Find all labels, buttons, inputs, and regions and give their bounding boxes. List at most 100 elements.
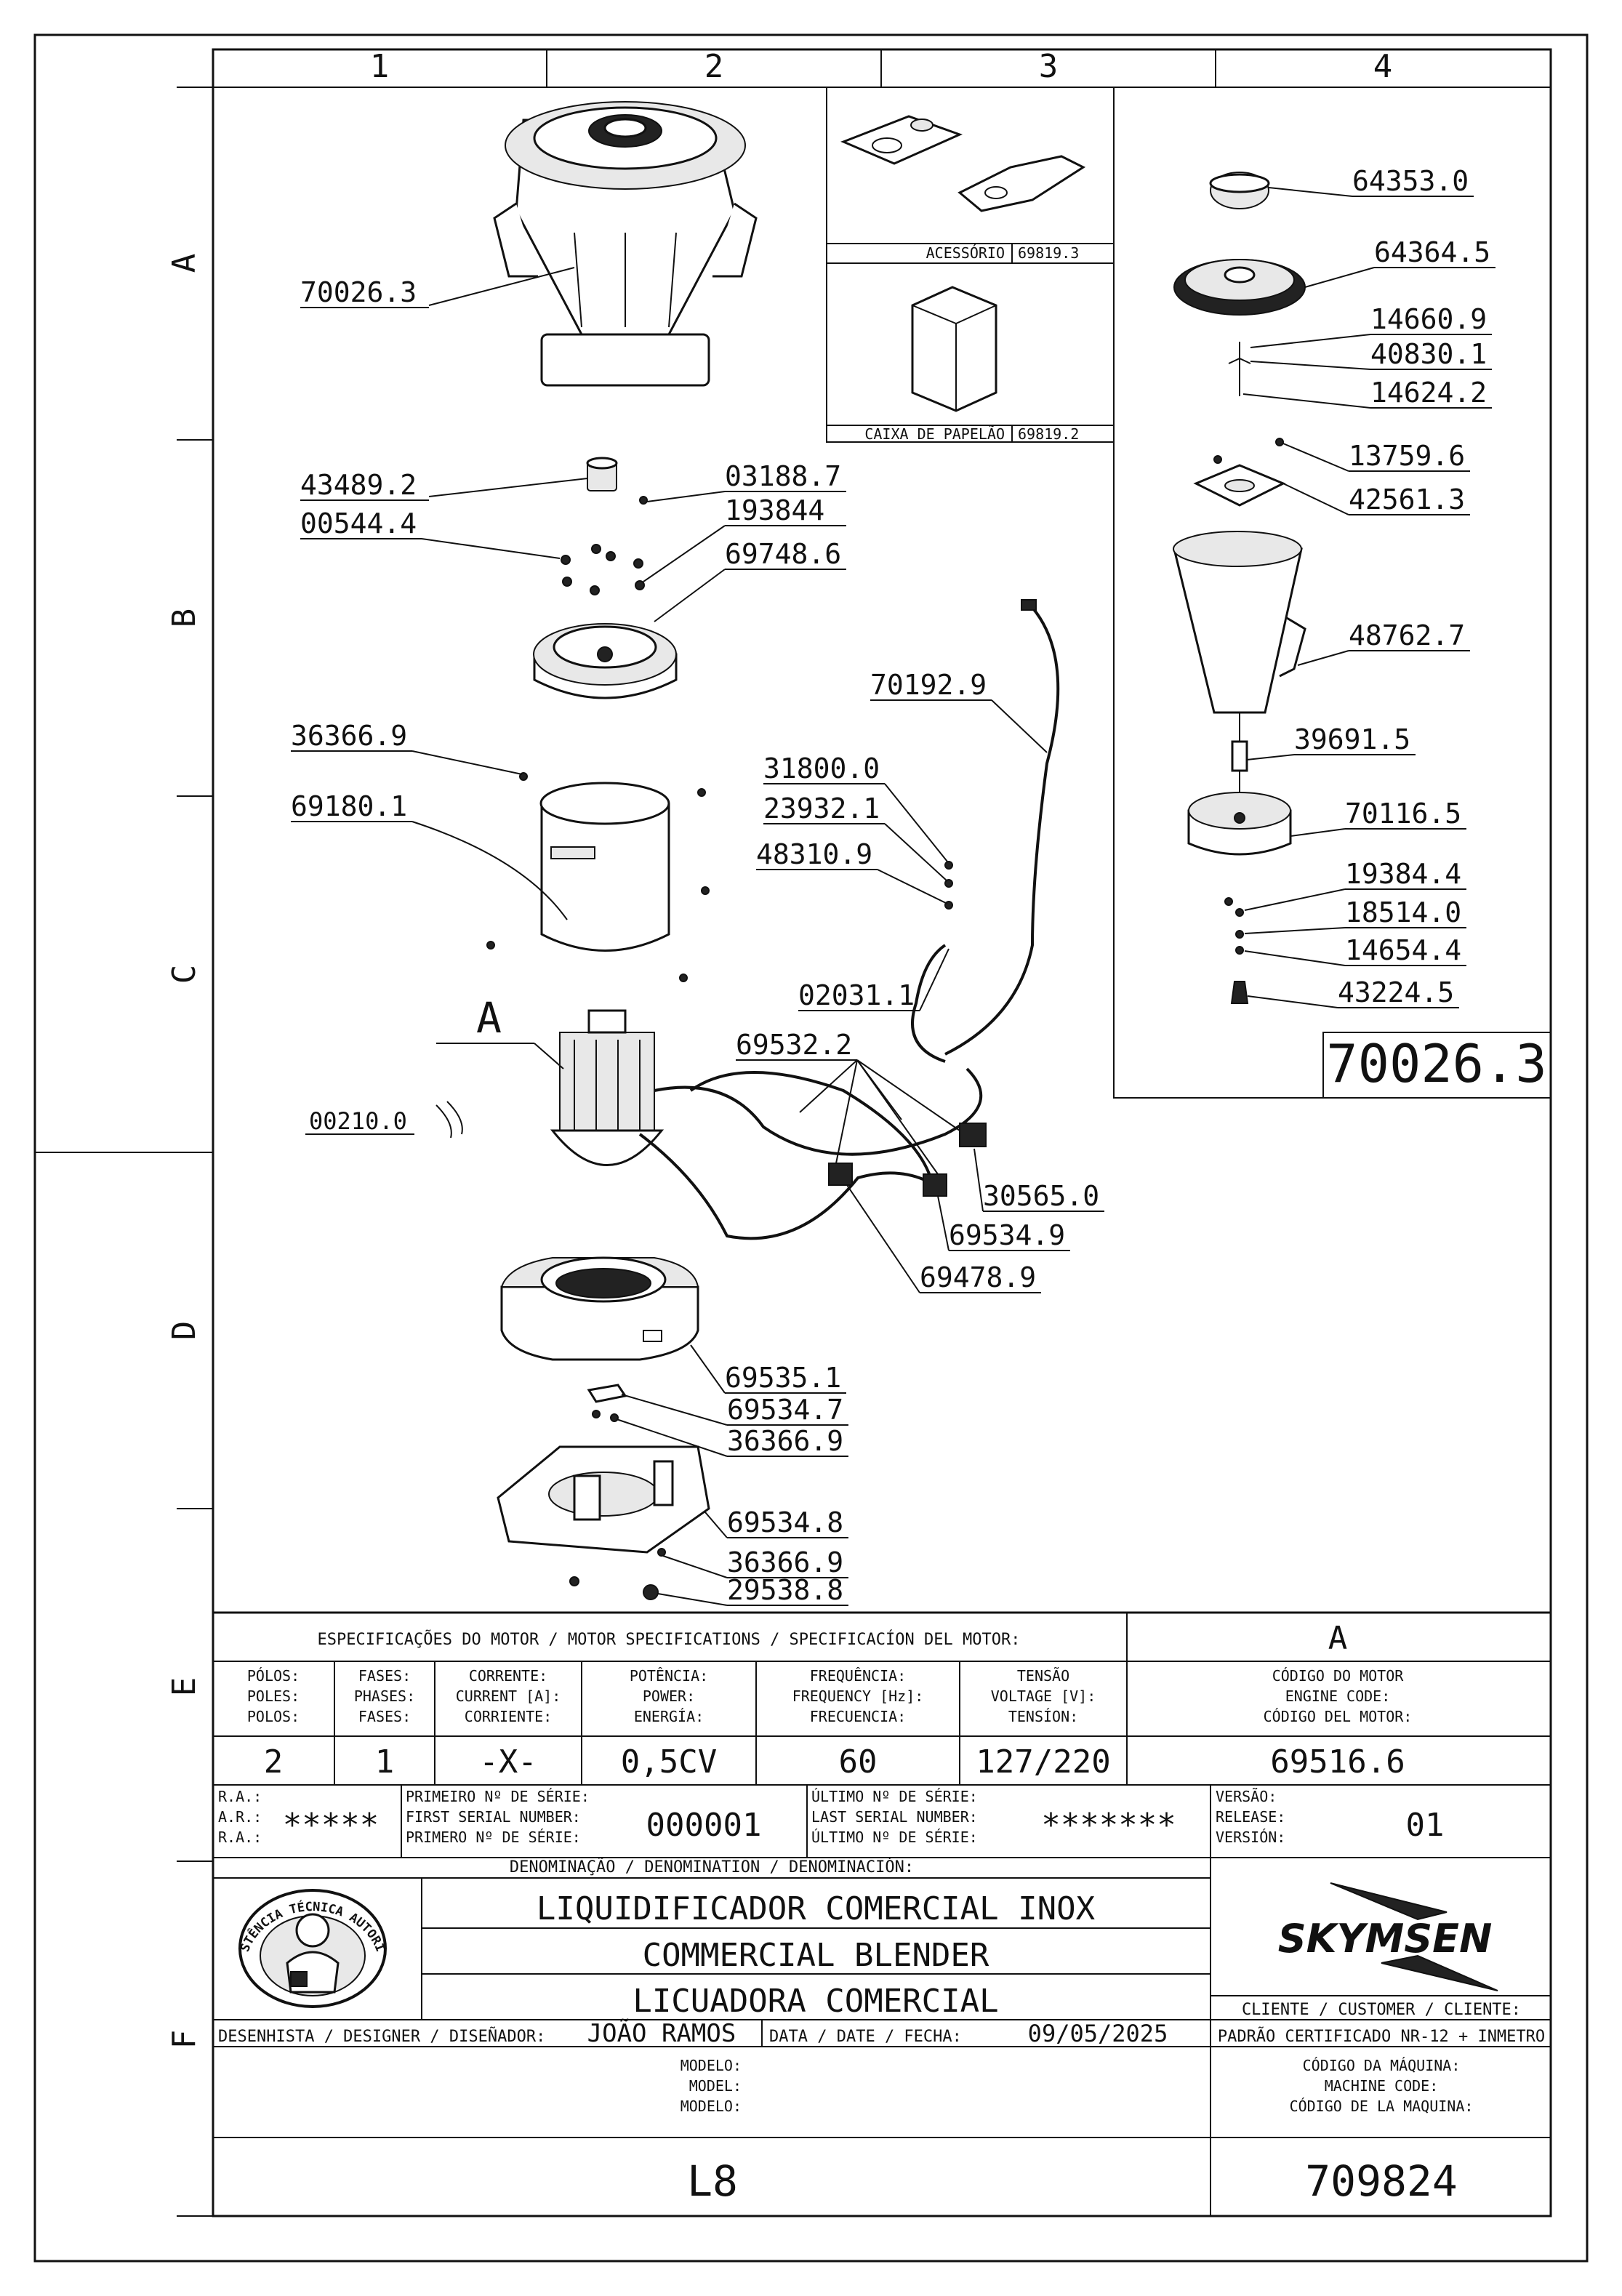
jar-detail-panel bbox=[1113, 87, 1551, 1099]
detail-blade: 40830.1 bbox=[1370, 338, 1487, 370]
accessory-label: ACESSÓRIO bbox=[926, 244, 1005, 262]
detail-screw: 13759.6 bbox=[1349, 440, 1465, 472]
date-label: DATA / DATE / FECHA: bbox=[769, 2028, 962, 2046]
svg-text:FRECUENCIA:: FRECUENCIA: bbox=[810, 1708, 906, 1725]
svg-text:R.A.:: R.A.: bbox=[218, 1788, 262, 1805]
bottom-base-illustration bbox=[497, 1445, 710, 1600]
serial-last: ÚLTIMO Nº DE SÉRIE: LAST SERIAL NUMBER: … bbox=[811, 1788, 1176, 1846]
part-pin: 36366.9 bbox=[291, 720, 407, 752]
svg-text:CORRENTE:: CORRENTE: bbox=[469, 1667, 547, 1685]
part-terminal-c: 48310.9 bbox=[756, 838, 872, 870]
svg-text:ÚLTIMO Nº DE SÉRIE:: ÚLTIMO Nº DE SÉRIE: bbox=[811, 1788, 978, 1805]
motor-illustration bbox=[550, 1009, 665, 1166]
svg-text:FREQUENCY [Hz]:: FREQUENCY [Hz]: bbox=[792, 1687, 924, 1705]
svg-text:MODELO:: MODELO: bbox=[680, 2057, 742, 2074]
coupling-illustration bbox=[561, 457, 648, 595]
brand-logo: SKYMSEN bbox=[1278, 1882, 1498, 1991]
spec-col-power: POTÊNCIA: POWER: ENERGÍA: 0,5CV bbox=[621, 1667, 717, 1781]
svg-text:FASES:: FASES: bbox=[358, 1708, 411, 1725]
motor-detail-ref: A bbox=[476, 993, 502, 1043]
detail-coupler: 43224.5 bbox=[1338, 976, 1454, 1008]
detail-title: 70026.3 bbox=[1326, 1033, 1546, 1094]
spec-col-poles: PÓLOS: POLES: POLOS: 2 bbox=[247, 1667, 300, 1781]
base-housing-illustration bbox=[500, 1256, 699, 1361]
svg-text:ENGINE CODE:: ENGINE CODE: bbox=[1285, 1687, 1391, 1705]
serial-first: PRIMEIRO Nº DE SÉRIE: FIRST SERIAL NUMBE… bbox=[406, 1788, 761, 1846]
part-plate: 69534.7 bbox=[727, 1394, 843, 1426]
svg-text:MODELO:: MODELO: bbox=[680, 2098, 742, 2115]
svg-text:0,5CV: 0,5CV bbox=[621, 1743, 717, 1781]
plate-illustration bbox=[587, 1384, 627, 1422]
svg-text:VERSÃO:: VERSÃO: bbox=[1216, 1788, 1277, 1805]
detail-ring-c: 14654.4 bbox=[1345, 934, 1461, 966]
part-screw-b: 03188.7 bbox=[725, 460, 841, 492]
box-label: CAIXA DE PAPELÃO bbox=[864, 425, 1005, 443]
detail-lid: 64364.5 bbox=[1374, 236, 1490, 268]
wiring-illustration bbox=[638, 599, 1060, 1240]
spec-col-voltage: TENSÃO VOLTAGE [V]: TENSÍON: 127/220 bbox=[976, 1667, 1110, 1781]
name-es: LICUADORA COMERCIAL bbox=[633, 1983, 998, 2020]
svg-text:RELEASE:: RELEASE: bbox=[1216, 1808, 1285, 1826]
last-serial-value: ******* bbox=[1041, 1807, 1176, 1844]
svg-text:FIRST SERIAL NUMBER:: FIRST SERIAL NUMBER: bbox=[406, 1808, 581, 1826]
svg-text:FREQUÊNCIA:: FREQUÊNCIA: bbox=[810, 1667, 906, 1685]
svg-text:PRIMERO Nº DE SÉRIE:: PRIMERO Nº DE SÉRIE: bbox=[406, 1829, 581, 1846]
detail-washer: 14624.2 bbox=[1370, 377, 1487, 409]
machine-code-value: 709824 bbox=[1305, 2156, 1458, 2206]
jar-illustration bbox=[493, 101, 758, 387]
grid-row-A: A bbox=[166, 254, 203, 273]
denomination-label: DENOMINAÇÃO / DENOMINATION / DENOMINACIÓ… bbox=[510, 1857, 914, 1876]
grid-row-C: C bbox=[166, 965, 203, 984]
svg-text:CURRENT [A]:: CURRENT [A]: bbox=[456, 1687, 561, 1705]
serial-ra: R.A.: A.R.: R.A.: ***** bbox=[218, 1788, 379, 1846]
detail-cup: 48762.7 bbox=[1349, 619, 1465, 651]
first-serial-value: 000001 bbox=[646, 1807, 762, 1844]
part-cable: 70192.9 bbox=[870, 669, 987, 701]
serial-version: VERSÃO: RELEASE: VERSIÓN: 01 bbox=[1216, 1788, 1444, 1846]
part-base-housing: 69535.1 bbox=[725, 1362, 841, 1394]
svg-text:TENSÍON:: TENSÍON: bbox=[1008, 1708, 1078, 1725]
svg-text:POLOS:: POLOS: bbox=[247, 1708, 300, 1725]
model-label: MODELO: MODEL: MODELO: bbox=[680, 2057, 742, 2115]
version-value: 01 bbox=[1406, 1807, 1445, 1844]
grid-row-D: D bbox=[166, 1321, 203, 1341]
detail-blade-holder: 42561.3 bbox=[1349, 483, 1465, 515]
spec-col-engine-code: CÓDIGO DO MOTOR ENGINE CODE: CÓDIGO DEL … bbox=[1264, 1667, 1413, 1781]
part-bottom-base: 69534.8 bbox=[727, 1506, 843, 1538]
part-screw-c: 36366.9 bbox=[727, 1425, 843, 1457]
grid-col-4: 4 bbox=[1373, 48, 1393, 85]
svg-text:POWER:: POWER: bbox=[643, 1687, 695, 1705]
svg-text:1: 1 bbox=[375, 1743, 395, 1781]
part-jar: 70026.3 bbox=[300, 276, 417, 308]
svg-text:PRIMEIRO Nº DE SÉRIE:: PRIMEIRO Nº DE SÉRIE: bbox=[406, 1788, 590, 1805]
svg-text:LAST SERIAL NUMBER:: LAST SERIAL NUMBER: bbox=[811, 1808, 978, 1826]
svg-text:SKYMSEN: SKYMSEN bbox=[1278, 1916, 1493, 1962]
grid-row-F: F bbox=[166, 2030, 203, 2050]
spec-header: ESPECIFICAÇÕES DO MOTOR / MOTOR SPECIFIC… bbox=[318, 1629, 1021, 1649]
housing-illustration bbox=[486, 772, 710, 982]
detail-ring-b: 18514.0 bbox=[1345, 896, 1461, 928]
detail-blade-nut: 14660.9 bbox=[1370, 303, 1487, 335]
model-value: L8 bbox=[687, 2156, 738, 2206]
part-connector: 69478.9 bbox=[920, 1261, 1036, 1293]
spec-ref: A bbox=[1328, 1620, 1348, 1657]
part-harness: 69532.2 bbox=[736, 1029, 852, 1061]
svg-text:69516.6: 69516.6 bbox=[1270, 1743, 1405, 1781]
part-switch: 30565.0 bbox=[983, 1180, 1099, 1212]
ra-value: ***** bbox=[283, 1807, 379, 1844]
svg-text:ENERGÍA:: ENERGÍA: bbox=[634, 1708, 704, 1725]
part-housing: 69180.1 bbox=[291, 790, 407, 822]
svg-text:R.A.:: R.A.: bbox=[218, 1829, 262, 1846]
svg-text:127/220: 127/220 bbox=[976, 1743, 1110, 1781]
svg-text:VERSIÓN:: VERSIÓN: bbox=[1216, 1829, 1285, 1846]
part-screw-a: 00544.4 bbox=[300, 507, 417, 539]
svg-text:PÓLOS:: PÓLOS: bbox=[247, 1667, 300, 1685]
svg-text:-X-: -X- bbox=[479, 1743, 537, 1781]
svg-text:TENSÃO: TENSÃO bbox=[1017, 1667, 1069, 1685]
part-switch-b: 69534.9 bbox=[949, 1219, 1065, 1251]
detail-ring-a: 19384.4 bbox=[1345, 858, 1461, 890]
grid-row-B: B bbox=[166, 609, 203, 628]
part-foot: 29538.8 bbox=[727, 1574, 843, 1606]
svg-text:FASES:: FASES: bbox=[358, 1667, 411, 1685]
part-terminal-a: 31800.0 bbox=[763, 752, 880, 784]
